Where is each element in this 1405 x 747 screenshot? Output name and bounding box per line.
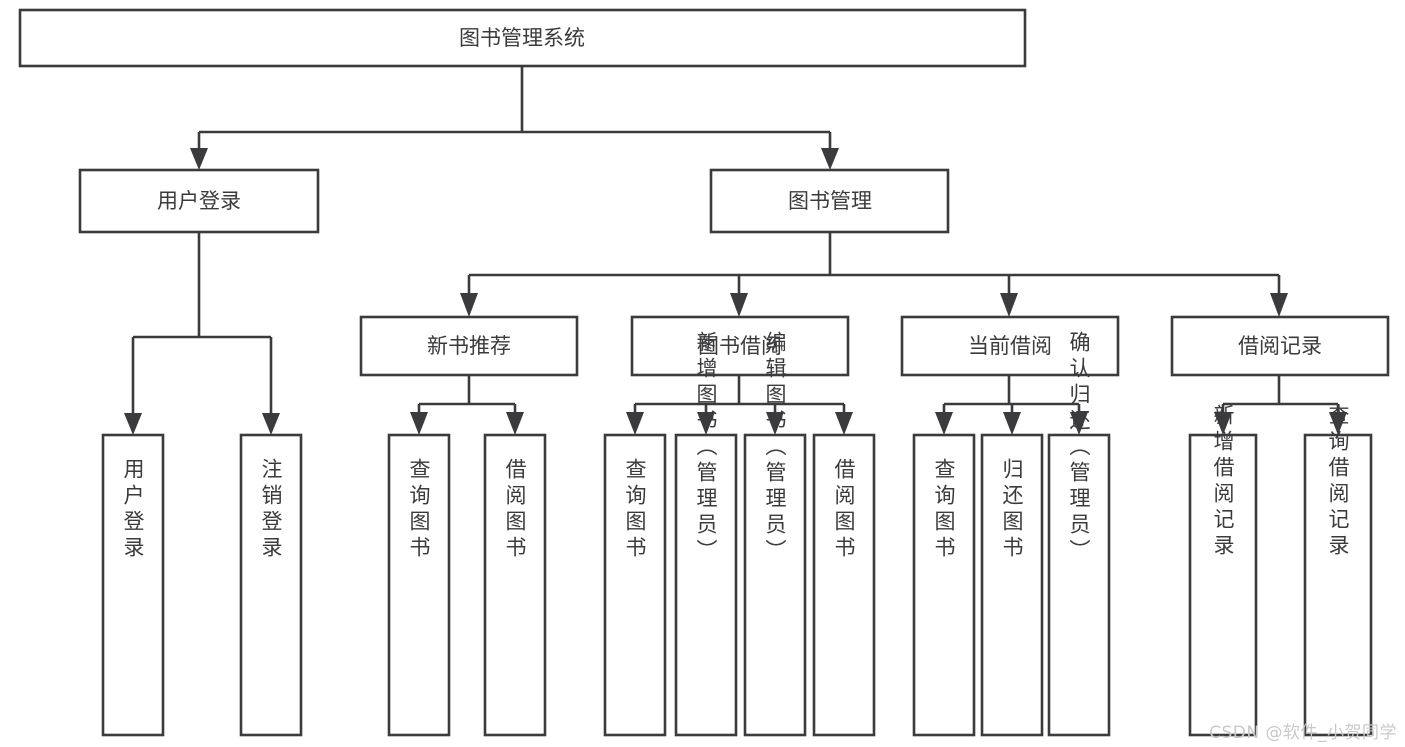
- node-leaf-user-logout-box[interactable]: [239, 433, 303, 737]
- node-user-login-label: 用户登录: [157, 189, 241, 213]
- arrow-head-user-login: [190, 148, 208, 170]
- arrow-head-cb-confirm: [1070, 412, 1088, 435]
- node-leaf-bb-add-label: 新增图书（管理员）: [694, 331, 718, 565]
- node-leaf-nbr-borrow-box[interactable]: [483, 433, 547, 737]
- node-borrow-record-box[interactable]: [1170, 315, 1390, 377]
- node-leaf-bb-edit-label: 编辑图书（管理员）: [763, 331, 787, 565]
- csdn-watermark: CSDN @软件_小贺同学: [1209, 723, 1397, 743]
- node-leaf-nbr-query-label: 查询图书: [407, 458, 431, 562]
- node-current-borrow-label: 当前借阅: [968, 334, 1052, 358]
- node-leaf-user-login-box[interactable]: [101, 433, 165, 737]
- node-leaf-br-query-label: 查询借阅记录: [1326, 404, 1350, 560]
- node-leaf-br-add-box[interactable]: [1188, 433, 1258, 737]
- arrow-head-book-manage: [821, 148, 839, 170]
- node-new-book-recommend-box[interactable]: [359, 315, 579, 377]
- node-leaf-bb-query[interactable]: 查询图书: [603, 433, 667, 737]
- node-current-borrow[interactable]: 当前借阅: [900, 315, 1120, 377]
- node-leaf-user-logout-label: 注销登录: [259, 458, 283, 562]
- node-leaf-br-query-box[interactable]: [1303, 433, 1373, 737]
- node-leaf-bb-query-box[interactable]: [603, 433, 667, 737]
- node-leaf-br-add-label: 新增借阅记录: [1211, 404, 1235, 560]
- node-leaf-cb-confirm-label: 确认归还（管理员）: [1067, 331, 1091, 565]
- node-new-book-recommend-label: 新书推荐: [427, 334, 511, 358]
- arrow-head-cb-return: [1003, 412, 1021, 435]
- node-user-login-box[interactable]: [78, 168, 320, 234]
- node-leaf-nbr-query-box[interactable]: [387, 433, 451, 737]
- node-leaf-cb-query-box[interactable]: [912, 433, 976, 737]
- arrow-head-bb-add: [697, 412, 715, 435]
- node-current-borrow-box[interactable]: [900, 315, 1120, 377]
- node-root-label: 图书管理系统: [459, 26, 585, 50]
- node-leaf-cb-confirm-box[interactable]: [1047, 433, 1111, 737]
- node-leaf-user-logout[interactable]: 注销登录: [239, 433, 303, 737]
- arrow-head-bb-query: [626, 412, 644, 435]
- node-leaf-cb-query-label: 查询图书: [932, 458, 956, 562]
- arrow-head-leaf-user-login: [124, 413, 142, 435]
- arrow-head-leaf-user-logout: [262, 413, 280, 435]
- node-root[interactable]: 图书管理系统: [18, 8, 1027, 68]
- arrow-head-br-query: [1329, 412, 1347, 435]
- node-leaf-cb-query[interactable]: 查询图书: [912, 433, 976, 737]
- node-leaf-nbr-query[interactable]: 查询图书: [387, 433, 451, 737]
- node-leaf-bb-edit-box[interactable]: [743, 433, 807, 737]
- arrow-head-new-book-recommend: [460, 293, 478, 317]
- arrow-head-nbr-borrow: [506, 412, 524, 435]
- node-root-box[interactable]: [18, 8, 1027, 68]
- node-leaf-bb-add[interactable]: 新增图书（管理员）: [674, 331, 738, 737]
- arrow-head-br-add: [1214, 412, 1232, 435]
- node-book-manage[interactable]: 图书管理: [709, 168, 950, 234]
- node-leaf-bb-query-label: 查询图书: [623, 458, 647, 562]
- arrow-head-borrow-record: [1270, 293, 1288, 317]
- node-book-borrow-label: 图书借阅: [698, 334, 782, 358]
- node-leaf-user-login-label: 用户登录: [121, 458, 145, 562]
- node-leaf-br-query[interactable]: 查询借阅记录: [1303, 404, 1373, 737]
- node-book-borrow-box[interactable]: [630, 315, 850, 377]
- node-borrow-record-label: 借阅记录: [1238, 334, 1322, 358]
- connector-layer: [124, 66, 1347, 435]
- node-leaf-cb-return-box[interactable]: [980, 433, 1044, 737]
- arrow-head-book-borrow: [730, 293, 748, 317]
- arrow-head-bb-edit: [766, 412, 784, 435]
- node-leaf-user-login[interactable]: 用户登录: [101, 433, 165, 737]
- node-leaf-nbr-borrow-label: 借阅图书: [503, 458, 527, 562]
- node-leaf-bb-edit[interactable]: 编辑图书（管理员）: [743, 331, 807, 737]
- node-leaf-bb-borrow-label: 借阅图书: [832, 458, 856, 562]
- node-book-manage-label: 图书管理: [788, 189, 872, 213]
- node-leaf-cb-confirm[interactable]: 确认归还（管理员）: [1047, 331, 1111, 737]
- node-leaf-nbr-borrow[interactable]: 借阅图书: [483, 433, 547, 737]
- node-leaf-bb-borrow[interactable]: 借阅图书: [812, 433, 876, 737]
- node-leaf-bb-borrow-box[interactable]: [812, 433, 876, 737]
- arrow-head-bb-borrow: [835, 412, 853, 435]
- node-user-login[interactable]: 用户登录: [78, 168, 320, 234]
- arrow-head-current-borrow: [1000, 293, 1018, 317]
- node-new-book-recommend[interactable]: 新书推荐: [359, 315, 579, 377]
- node-leaf-bb-add-box[interactable]: [674, 433, 738, 737]
- node-leaf-cb-return[interactable]: 归还图书: [980, 433, 1044, 737]
- node-book-borrow[interactable]: 图书借阅: [630, 315, 850, 377]
- node-borrow-record[interactable]: 借阅记录: [1170, 315, 1390, 377]
- node-leaf-br-add[interactable]: 新增借阅记录: [1188, 404, 1258, 737]
- arrow-head-nbr-query: [410, 412, 428, 435]
- node-book-manage-box[interactable]: [709, 168, 950, 234]
- arrow-head-cb-query: [935, 412, 953, 435]
- node-leaf-cb-return-label: 归还图书: [1000, 458, 1024, 562]
